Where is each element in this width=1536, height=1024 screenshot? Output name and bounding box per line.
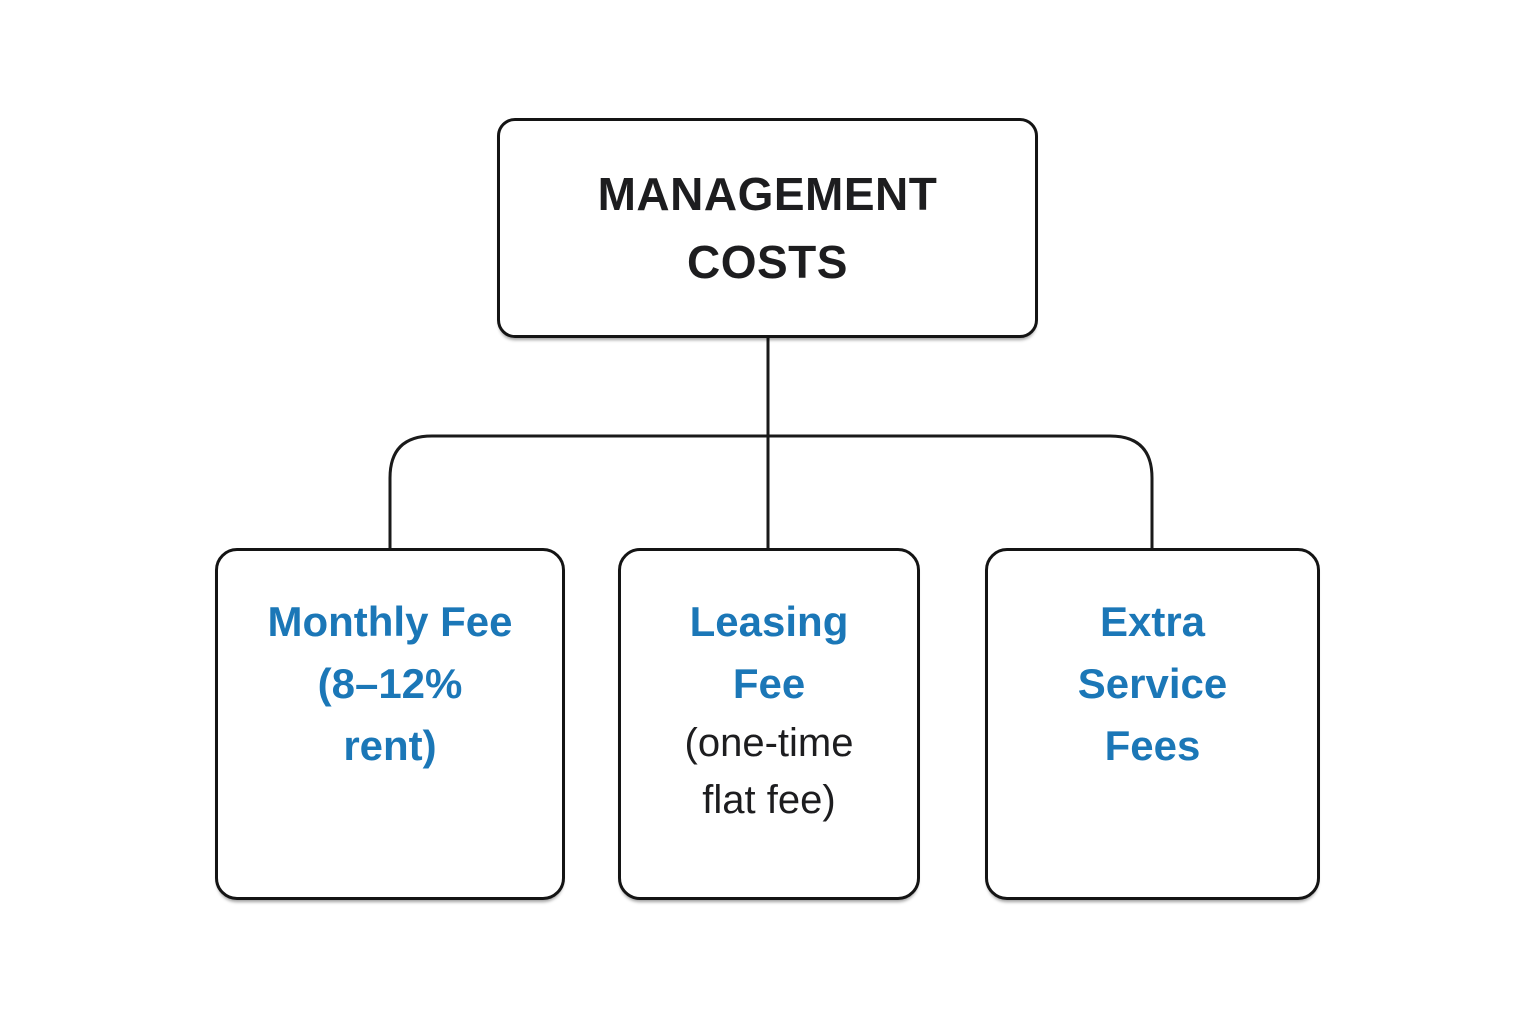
- node-leasing-fee: Leasing Fee (one-time flat fee): [618, 548, 920, 900]
- connector-rail: [388, 434, 1154, 548]
- node-monthly-fee: Monthly Fee (8–12% rent): [215, 548, 565, 900]
- leasing-fee-title: Leasing Fee: [689, 598, 849, 707]
- extra-service-fees-title: Extra Service Fees: [1077, 598, 1228, 769]
- node-management-costs: MANAGEMENT COSTS: [497, 118, 1038, 338]
- node-extra-service-fees: Extra Service Fees: [985, 548, 1320, 900]
- monthly-fee-title: Monthly Fee (8–12% rent): [267, 598, 513, 769]
- leasing-fee-subtitle: (one-time flat fee): [684, 721, 854, 822]
